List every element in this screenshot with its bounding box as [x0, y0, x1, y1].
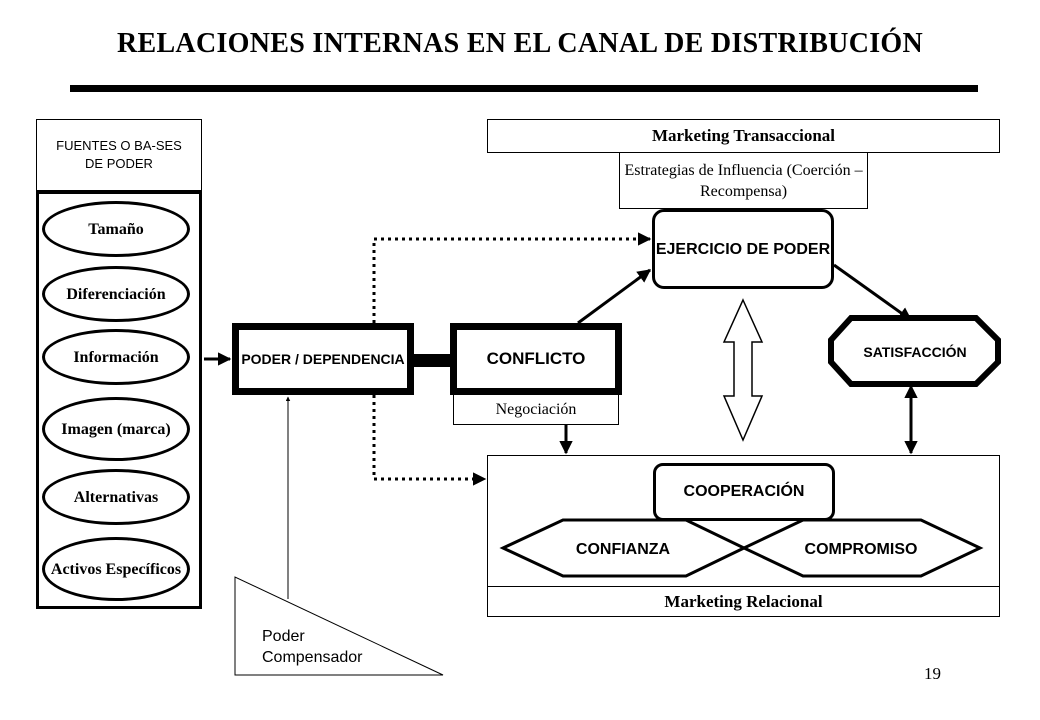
conflicto-box: CONFLICTO — [450, 323, 622, 395]
ejercicio-poder-box: EJERCICIO DE PODER — [652, 209, 834, 289]
source-diferenciacion: Diferenciación — [42, 266, 190, 322]
compromiso-label: COMPROMISO — [805, 541, 918, 558]
arrow-ejercicio-to-satisfaccion — [833, 263, 913, 322]
cooperacion-box: COOPERACIÓN — [653, 463, 835, 521]
estrategias-influencia-box: Estrategias de Influencia (Coerción – Re… — [619, 153, 868, 209]
source-informacion: Información — [42, 329, 190, 385]
page-title: RELACIONES INTERNAS EN EL CANAL DE DISTR… — [116, 28, 924, 59]
confianza-label: CONFIANZA — [576, 541, 671, 558]
source-alternativas: Alternativas — [42, 469, 190, 525]
dotted-arrow-to-ejercicio — [372, 232, 652, 323]
source-imagen: Imagen (marca) — [42, 397, 190, 461]
dotted-arrow-to-relacional — [372, 395, 487, 486]
marketing-transaccional-header: Marketing Transaccional — [487, 119, 1000, 153]
source-tamano: Tamaño — [42, 201, 190, 257]
poder-conflicto-connector — [412, 354, 452, 367]
sources-header: FUENTES O BA-SES DE PODER — [36, 119, 202, 191]
poder-dependencia-box: PODER / DEPENDENCIA — [232, 323, 414, 395]
relacional-panel — [487, 455, 1000, 587]
poder-compensador-label: Poder Compensador — [262, 628, 363, 666]
marketing-relacional-footer: Marketing Relacional — [487, 587, 1000, 617]
negociacion-label: Negociación — [453, 395, 619, 425]
source-activos: Activos Específicos — [42, 537, 190, 601]
hollow-double-arrow — [722, 298, 764, 442]
title-underline — [70, 85, 978, 92]
satisfaccion-octagon — [828, 315, 1001, 387]
arrow-conflicto-to-ejercicio — [577, 268, 652, 325]
page-number: 19 — [924, 664, 941, 683]
satisfaccion-label: SATISFACCIÓN — [863, 343, 966, 360]
poder-compensador-triangle — [234, 576, 444, 676]
sources-panel — [36, 191, 202, 609]
